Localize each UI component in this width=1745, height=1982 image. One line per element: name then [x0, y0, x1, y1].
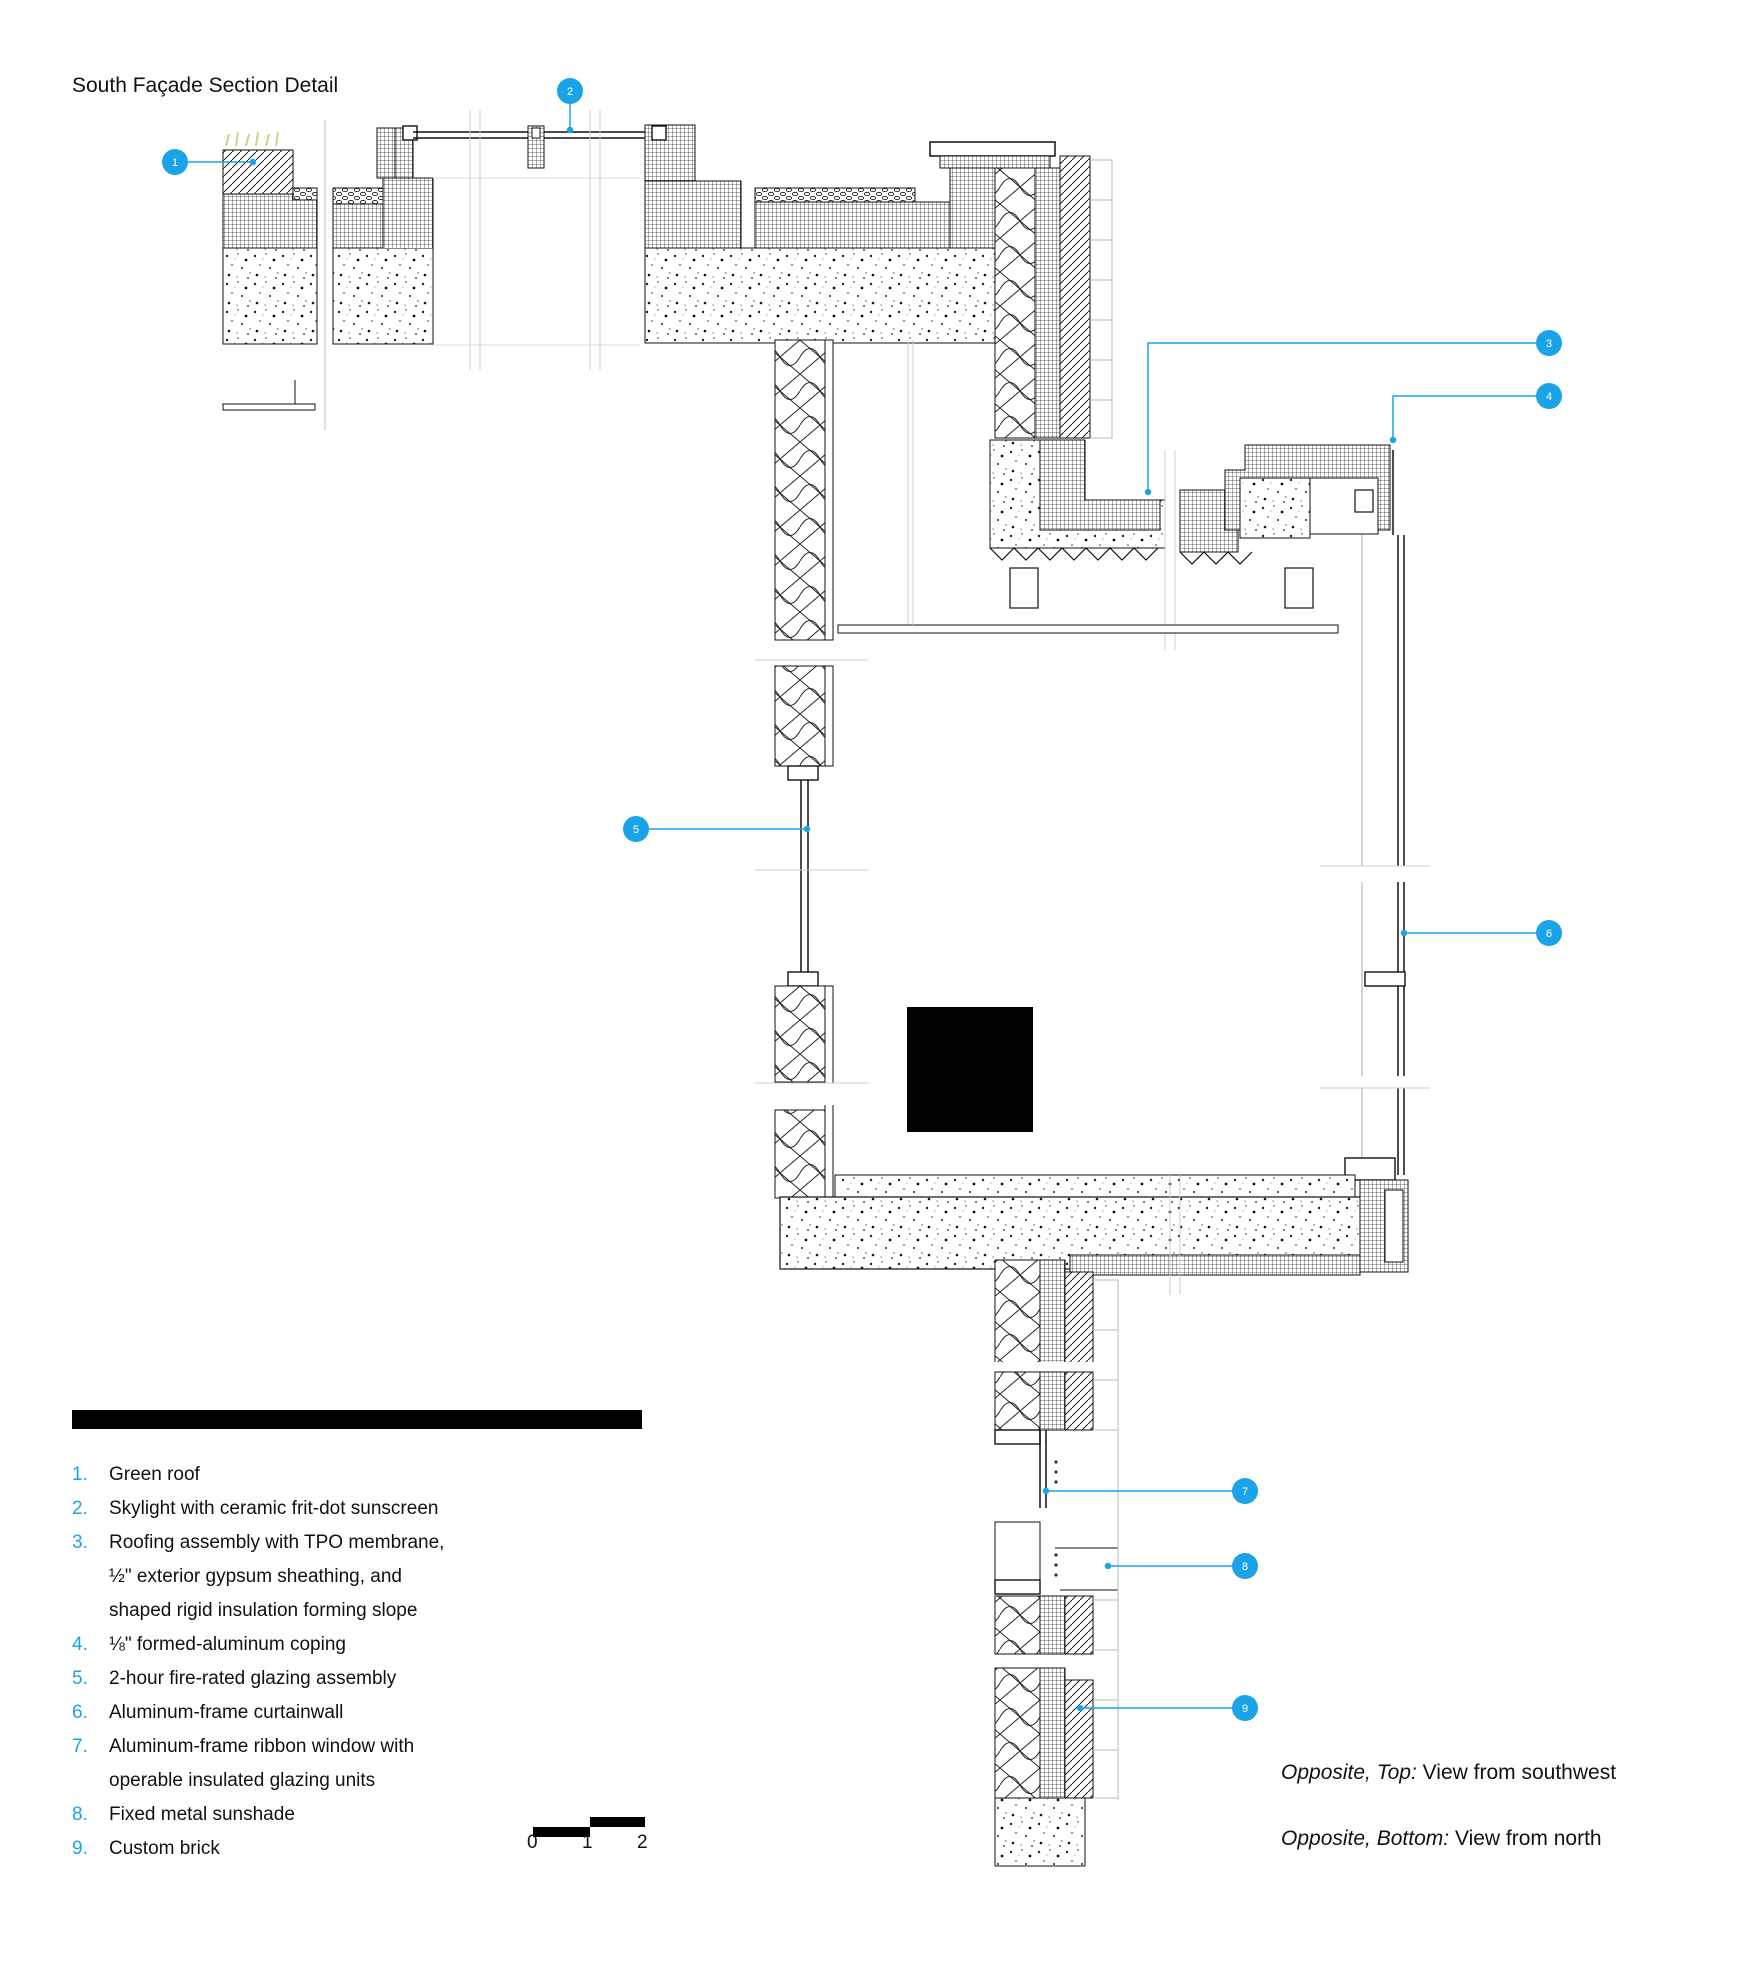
legend-text: operable insulated glazing units — [109, 1770, 376, 1791]
green-roof-assembly — [222, 131, 318, 345]
legend-text: Roofing assembly with TPO membrane, — [109, 1532, 445, 1553]
legend-text: 2-hour fire-rated glazing assembly — [109, 1668, 397, 1689]
callout-number: 3 — [1546, 338, 1552, 350]
legend-item: 5. 2-hour fire-rated glazing assembly — [72, 1662, 532, 1696]
legend-text: shaped rigid insulation forming slope — [109, 1600, 418, 1621]
parapet-upper — [929, 141, 1113, 439]
caption-text: View from north — [1454, 1827, 1602, 1850]
legend-number: 2. — [72, 1498, 88, 1519]
legend-text: Aluminum-frame curtainwall — [109, 1702, 344, 1723]
scale-label-1: 1 — [582, 1832, 593, 1853]
legend-number: 3. — [72, 1532, 88, 1553]
legend-number: 5. — [72, 1668, 88, 1689]
callout-6: 6 — [1536, 920, 1562, 946]
callout-5: 5 — [623, 816, 649, 842]
callout-number: 6 — [1546, 928, 1552, 940]
legend-number: 7. — [72, 1736, 88, 1757]
legend-text: Aluminum-frame ribbon window with — [109, 1736, 415, 1757]
callout-1: 1 — [162, 149, 188, 175]
legend-item: 7. Aluminum-frame ribbon window with ope… — [72, 1730, 532, 1798]
page-title: South Façade Section Detail — [72, 74, 339, 97]
black-block — [907, 1007, 1033, 1132]
legend-text: Custom brick — [109, 1838, 220, 1859]
legend-text: ½" exterior gypsum sheathing, and — [109, 1566, 402, 1587]
legend-text: Skylight with ceramic frit-dot sunscreen — [109, 1498, 439, 1519]
divider-bar — [72, 1410, 642, 1429]
curtainwall — [1318, 535, 1430, 1250]
roof-slab-left — [222, 120, 434, 430]
legend-item: 1. Green roof — [72, 1458, 532, 1492]
legend-number: 8. — [72, 1804, 88, 1825]
skylight — [413, 110, 665, 370]
fire-rated-wall — [755, 339, 909, 1199]
legend-text: ⅛" formed-aluminum coping — [109, 1634, 346, 1655]
captions: Opposite, Top: View from southwest Oppos… — [1281, 1760, 1616, 1892]
callout-number: 1 — [172, 157, 178, 169]
scale-label-2: 2 — [637, 1832, 648, 1853]
legend-item: 2. Skylight with ceramic frit-dot sunscr… — [72, 1492, 532, 1526]
callout-number: 7 — [1242, 1486, 1248, 1498]
legend-number: 6. — [72, 1702, 88, 1723]
callout-3: 3 — [1536, 330, 1562, 356]
legend-number: 9. — [72, 1838, 88, 1859]
callout-number: 9 — [1242, 1703, 1248, 1715]
caption-label: Opposite, Top: — [1281, 1761, 1417, 1784]
roof-slab-center — [644, 124, 996, 344]
scale-label-0: 0 — [527, 1832, 538, 1853]
caption-bottom: Opposite, Bottom: View from north — [1281, 1826, 1616, 1852]
legend-item: 4. ⅛" formed-aluminum coping — [72, 1628, 532, 1662]
callout-8: 8 — [1232, 1553, 1258, 1579]
roof-upper-right — [837, 340, 1394, 650]
floor-slab — [779, 1174, 1409, 1295]
callout-number: 5 — [633, 824, 639, 836]
legend-text: Fixed metal sunshade — [109, 1804, 295, 1825]
legend-number: 4. — [72, 1634, 88, 1655]
callout-number: 8 — [1242, 1561, 1248, 1573]
callout-number: 4 — [1546, 391, 1552, 403]
legend-number: 1. — [72, 1464, 88, 1485]
caption-top: Opposite, Top: View from southwest — [1281, 1760, 1616, 1786]
callout-9: 9 — [1232, 1695, 1258, 1721]
legend-item: 8. Fixed metal sunshade — [72, 1798, 532, 1832]
callout-number: 2 — [567, 86, 573, 98]
callout-7: 7 — [1232, 1478, 1258, 1504]
legend-item: 9. Custom brick — [72, 1832, 532, 1866]
caption-label: Opposite, Bottom: — [1281, 1827, 1450, 1850]
lower-wall — [975, 1259, 1120, 1867]
legend-list: 1. Green roof 2. Skylight with ceramic f… — [72, 1458, 532, 1866]
legend-text: Green roof — [109, 1464, 200, 1485]
caption-text: View from southwest — [1422, 1761, 1617, 1784]
legend-item: 3. Roofing assembly with TPO membrane, ½… — [72, 1526, 532, 1628]
graphic-scale — [533, 1817, 645, 1837]
legend-item: 6. Aluminum-frame curtainwall — [72, 1696, 532, 1730]
callout-4: 4 — [1536, 383, 1562, 409]
callout-2: 2 — [557, 78, 583, 104]
